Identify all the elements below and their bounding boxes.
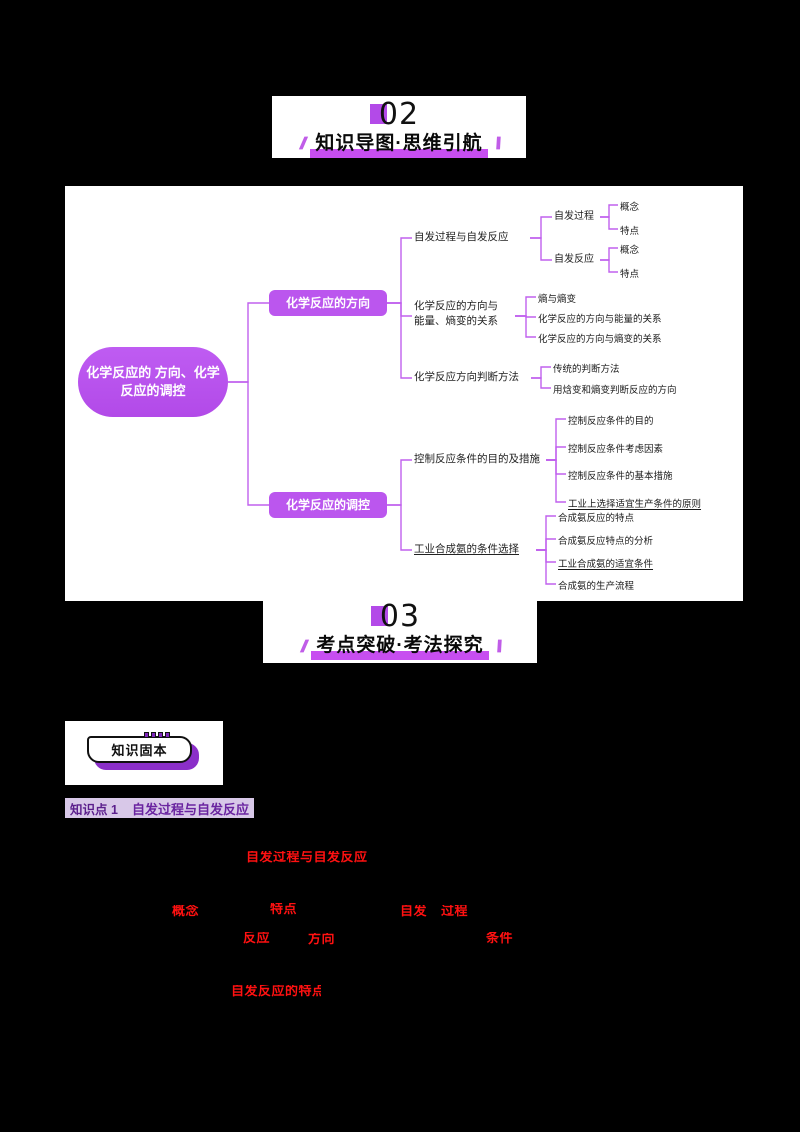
redacted-text-fragment: 自发 — [400, 905, 430, 921]
mindmap-sub-control-purpose[interactable]: 控制反应条件的目的 — [568, 416, 654, 427]
mindmap-sub-entropy[interactable]: 熵与熵变 — [538, 294, 577, 305]
banner-title-wrap: // 考点突破·考法探究 \\ — [298, 636, 502, 660]
mindmap-node-direction-energy-entropy[interactable]: 化学反应的方向与 能量、熵变的关系 — [414, 300, 498, 328]
mindmap-branch-node-1[interactable]: 化学反应的方向 — [269, 290, 387, 316]
mindmap-sub-industrial-principle[interactable]: 工业上选择适宜生产条件的原则 — [568, 499, 702, 510]
mindmap-sub-ammonia-features[interactable]: 合成氨反应的特点 — [558, 513, 635, 524]
slash-left-icon: // — [297, 134, 306, 153]
mindmap-sub-feature-2[interactable]: 特点 — [620, 269, 640, 280]
banner-number: 03 — [370, 599, 421, 634]
redacted-text-fragment: 方向 — [308, 933, 341, 949]
mindmap-sub-direction-energy[interactable]: 化学反应的方向与能量的关系 — [538, 314, 662, 325]
mindmap-sub-direction-entropy[interactable]: 化学反应的方向与熵变的关系 — [538, 334, 662, 345]
mindmap-sub-enthalpy-entropy-method[interactable]: 用焓变和熵变判断反应的方向 — [553, 385, 677, 396]
slash-left-icon: // — [298, 636, 307, 656]
mindmap-leaf-spontaneous-process[interactable]: 自发过程 — [554, 211, 594, 222]
section-banner-03: 03 // 考点突破·考法探究 \\ — [263, 596, 537, 663]
mindmap-sub-concept-2[interactable]: 概念 — [620, 245, 640, 256]
mindmap-sub-ammonia-optimal[interactable]: 工业合成氨的适宜条件 — [558, 559, 654, 570]
mindmap-node-control-conditions[interactable]: 控制反应条件的目的及措施 — [414, 453, 540, 465]
redacted-text-fragment: 特点 — [270, 903, 304, 920]
badge-label: 知识固本 — [111, 743, 168, 758]
mindmap-node-ammonia-conditions[interactable]: 工业合成氨的条件选择 — [414, 543, 519, 555]
mindmap-sub-control-factors[interactable]: 控制反应条件考虑因素 — [568, 444, 664, 455]
slash-right-icon: \\ — [493, 636, 502, 656]
mindmap-root-node[interactable]: 化学反应的 方向、化学 反应的调控 — [78, 347, 228, 417]
redacted-text-fragment: 过程 — [441, 905, 475, 921]
redacted-text-fragment: 自发过程与自发反应 — [246, 851, 379, 868]
knowledge-point-label: 知识点 1 — [70, 802, 118, 817]
mindmap-panel: 化学反应的 方向、化学 反应的调控 化学反应的方向 化学反应的调控 自发过程与自… — [65, 186, 743, 601]
badge-face: 知识固本 — [87, 736, 192, 763]
mindmap-sub-traditional-method[interactable]: 传统的判断方法 — [553, 364, 620, 375]
knowledge-badge-block: 知识固本 — [65, 721, 223, 785]
mindmap-node-spontaneous-process-reaction[interactable]: 自发过程与自发反应 — [414, 231, 509, 243]
knowledge-point-title: 自发过程与自发反应 — [131, 801, 249, 817]
mindmap-sub-feature-1[interactable]: 特点 — [620, 226, 640, 237]
banner-title: 考点突破·考法探究 — [311, 636, 489, 660]
mindmap-branch-node-2[interactable]: 化学反应的调控 — [269, 492, 387, 518]
mindmap-leaf-spontaneous-reaction[interactable]: 自发反应 — [554, 254, 594, 265]
section-banner-02: 02 // 知识导图·思维引航 \\ — [272, 96, 526, 158]
mindmap-sub-ammonia-analysis[interactable]: 合成氨反应特点的分析 — [558, 536, 654, 547]
knowledge-badge: 知识固本 — [87, 732, 199, 770]
banner-number: 02 — [369, 96, 420, 132]
redacted-text-fragment: 反应 — [243, 932, 276, 949]
slash-right-icon: \\ — [492, 134, 501, 153]
knowledge-point-heading: 知识点 1 自发过程与自发反应 — [65, 798, 254, 818]
mindmap-node-direction-judgement-method[interactable]: 化学反应方向判断方法 — [414, 371, 519, 383]
banner-title: 知识导图·思维引航 — [310, 134, 488, 158]
mindmap-sub-concept-1[interactable]: 概念 — [620, 202, 640, 213]
mindmap-connectors — [228, 204, 618, 585]
redacted-text-fragment: 概念 — [172, 905, 202, 921]
redacted-text-fragment: 自发反应的特点 — [231, 985, 321, 1001]
badge-dots-icon — [144, 732, 170, 738]
banner-title-wrap: // 知识导图·思维引航 \\ — [297, 134, 501, 158]
redacted-text-fragment: 条件 — [486, 932, 519, 950]
mindmap-sub-ammonia-production[interactable]: 合成氨的生产流程 — [558, 581, 635, 592]
mindmap-sub-control-measures[interactable]: 控制反应条件的基本措施 — [568, 471, 673, 482]
